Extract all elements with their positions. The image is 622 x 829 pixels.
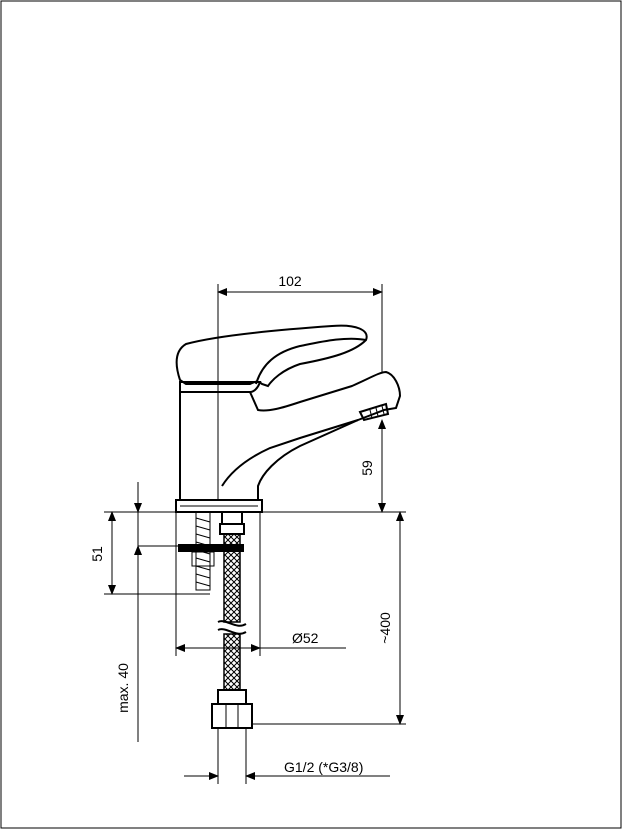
lever-handle: [175, 324, 368, 388]
label-max-40: max. 40: [115, 663, 131, 713]
label-diameter-52: Ø52: [292, 630, 319, 646]
hose-nut: [211, 703, 253, 729]
spout: [221, 370, 402, 487]
mounting-stud: [178, 511, 244, 591]
faucet-body: [175, 324, 402, 513]
lever-grip: [255, 337, 367, 385]
label-51: 51: [89, 546, 105, 562]
dimension-102: 102: [217, 273, 383, 500]
dimension-59: 59: [359, 419, 386, 513]
braided-hose: [211, 511, 253, 729]
dimension-max-40: max. 40: [115, 482, 178, 742]
label-102: 102: [278, 273, 302, 289]
dimension-diameter-52: Ø52: [175, 512, 346, 656]
label-thread: G1/2 (*G3/8): [284, 759, 363, 775]
dimension-400: ~400: [252, 511, 406, 725]
dimension-thread: G1/2 (*G3/8): [184, 728, 390, 784]
dimension-51: 51: [89, 511, 210, 595]
label-400: ~400: [377, 612, 393, 644]
label-59: 59: [359, 460, 375, 476]
aerator: [358, 402, 390, 422]
faucet-column: [179, 392, 359, 501]
